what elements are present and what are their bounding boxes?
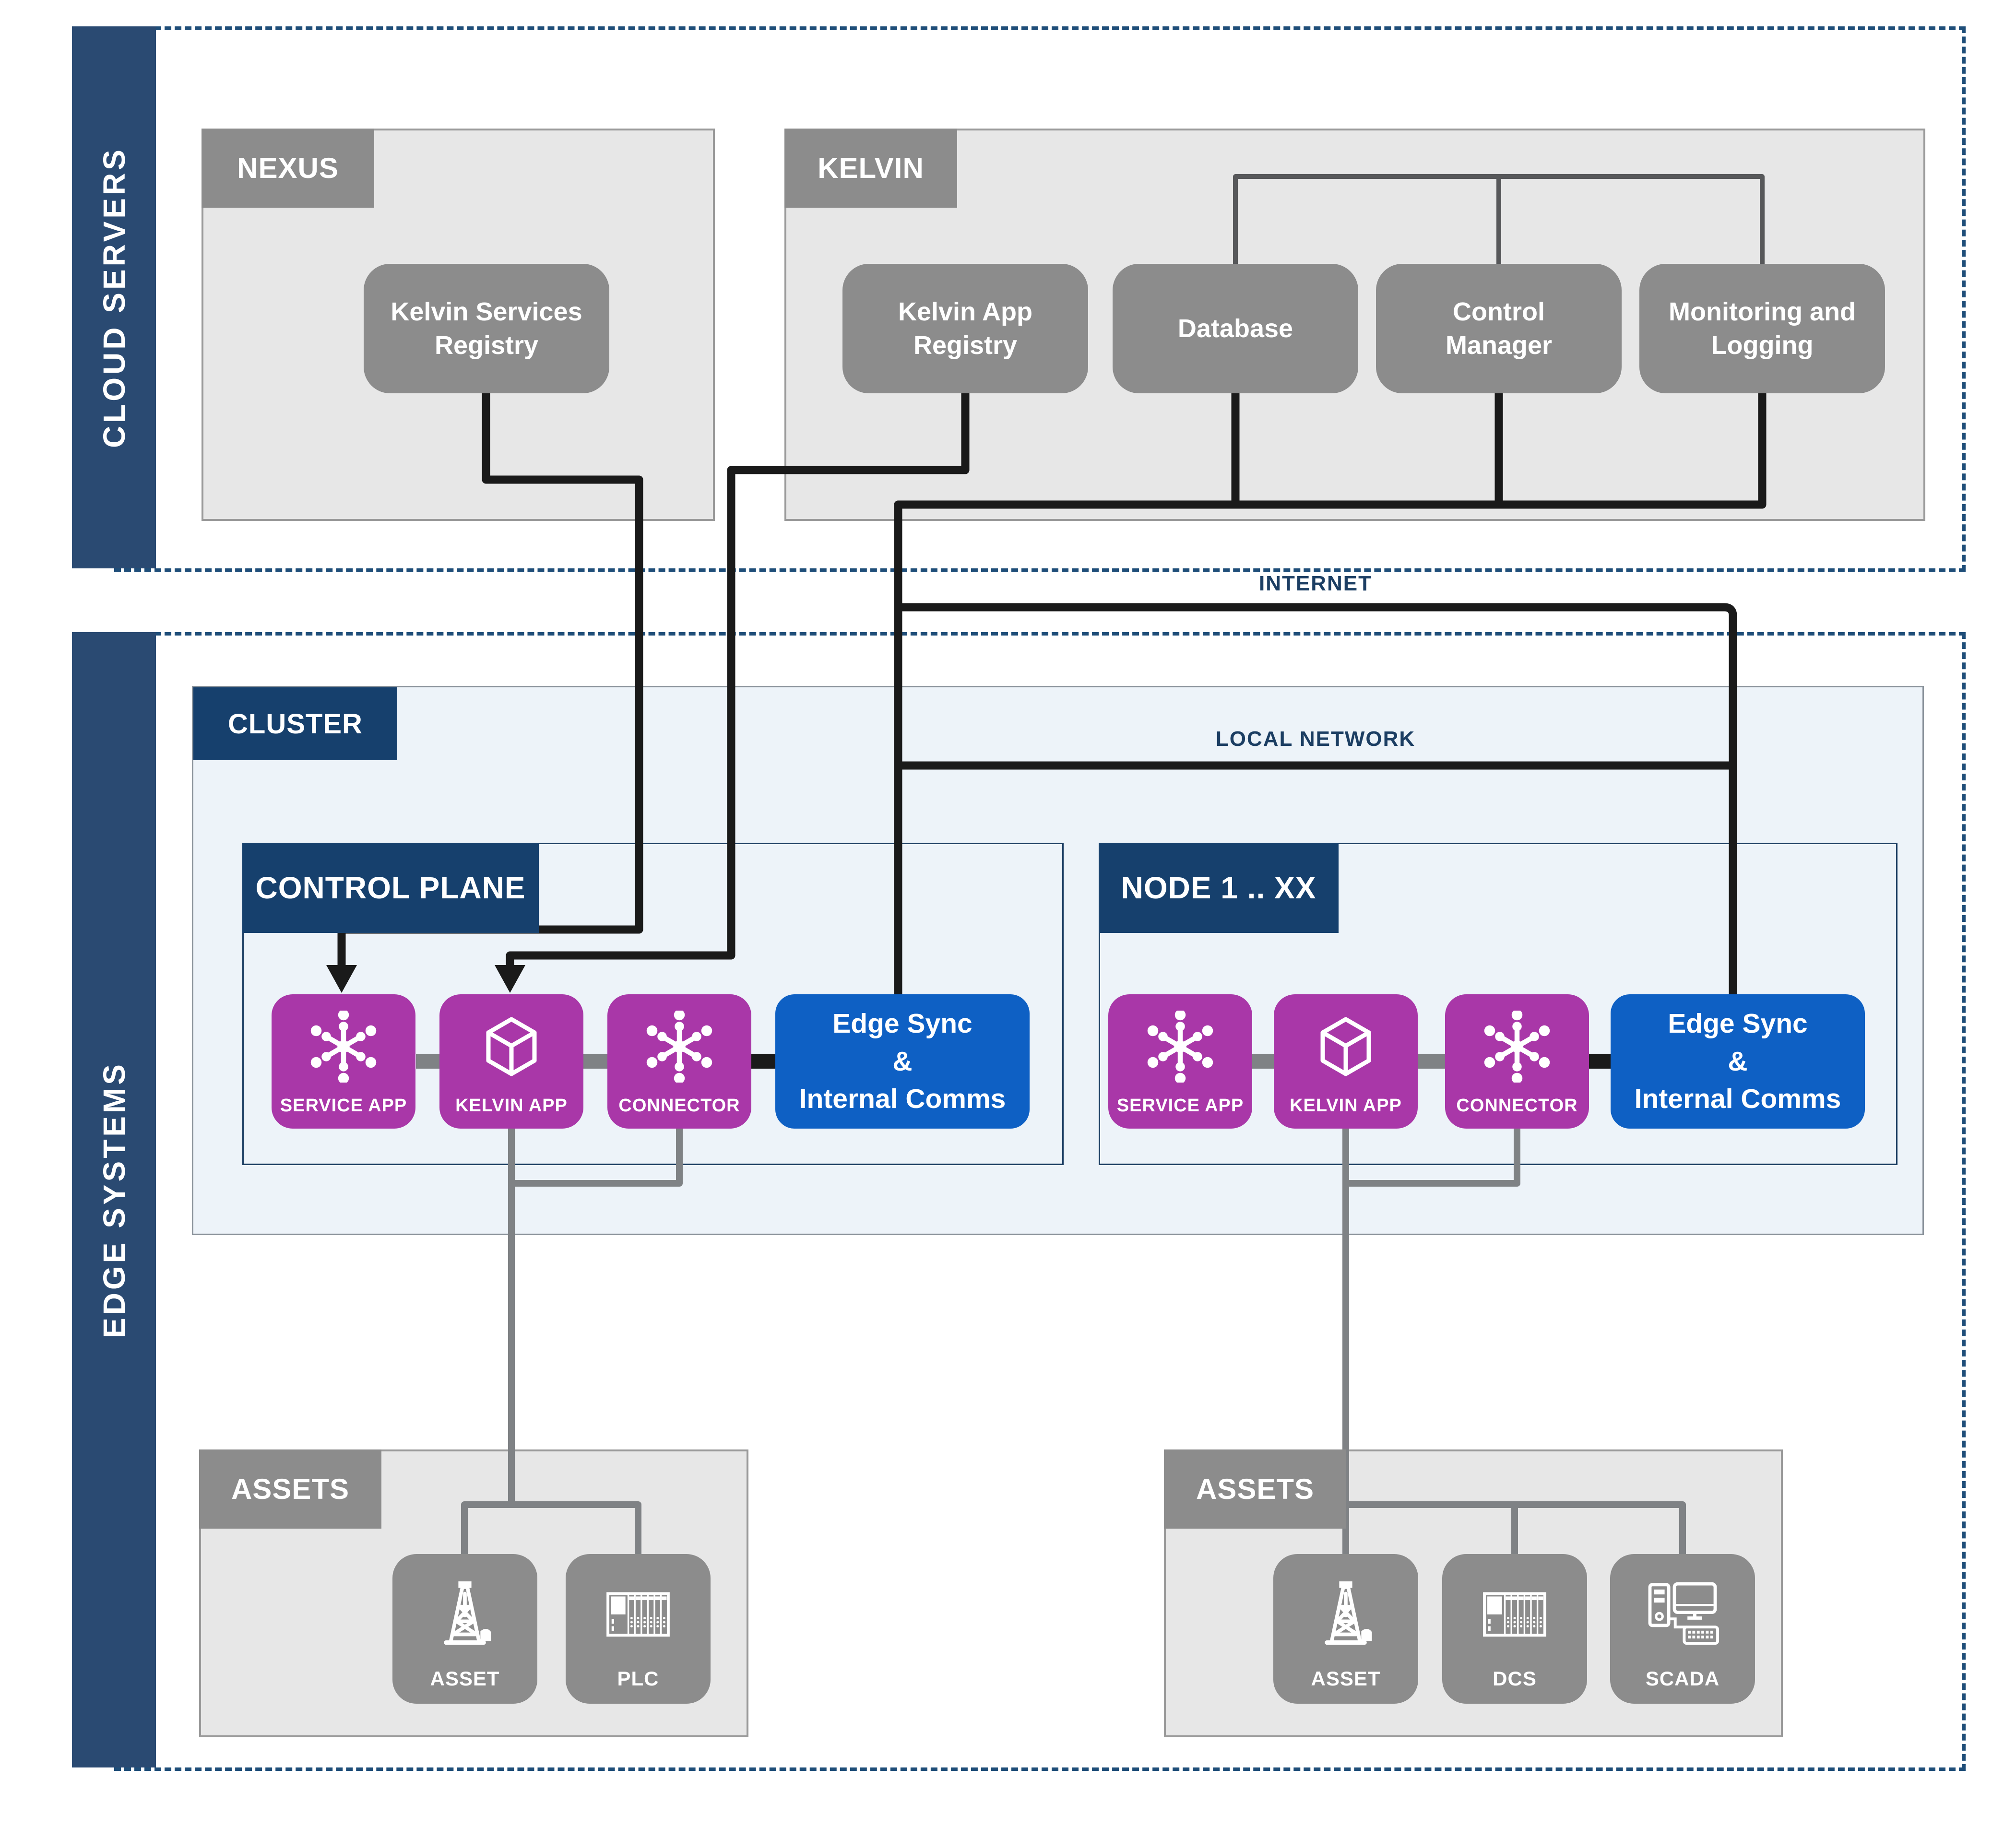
node-service-app-box: SERVICE APP	[1108, 994, 1252, 1129]
connector-icon	[1481, 1011, 1553, 1083]
cluster-tab-label: CLUSTER	[228, 708, 363, 740]
plc-rack-icon	[597, 1573, 679, 1655]
assets-left-tab-label: ASSETS	[231, 1473, 350, 1505]
scada-label: SCADA	[1645, 1667, 1720, 1690]
cp-kelvin-app-label: KELVIN APP	[455, 1096, 568, 1116]
nexus-tab-label: NEXUS	[237, 152, 339, 184]
database-label: Database	[1177, 314, 1293, 343]
assets-left-tab: ASSETS	[199, 1449, 381, 1529]
kelvin-app-registry-label: Kelvin App Registry	[898, 297, 1033, 360]
node-tab-label: NODE 1 .. XX	[1121, 871, 1316, 905]
cp-service-app-label: SERVICE APP	[280, 1096, 407, 1116]
kelvin-tab-label: KELVIN	[818, 152, 924, 184]
cp-connector-box: CONNECTOR	[607, 994, 751, 1129]
node-edge-sync-line1: Edge Sync	[1668, 1008, 1808, 1039]
assets-right-tab: ASSETS	[1164, 1449, 1346, 1529]
oil-derrick-icon	[424, 1573, 506, 1655]
kelvin-app-icon	[1310, 1011, 1382, 1083]
dcs-label: DCS	[1493, 1667, 1537, 1690]
node-tab: NODE 1 .. XX	[1099, 843, 1339, 933]
cp-edge-sync-box: Edge Sync & Internal Comms	[775, 994, 1030, 1129]
service-app-icon	[308, 1011, 379, 1083]
control-plane-tab-label: CONTROL PLANE	[255, 871, 526, 905]
connector-icon	[643, 1011, 715, 1083]
node-connector-box: CONNECTOR	[1445, 994, 1589, 1129]
kelvin-services-registry-label: Kelvin Services Registry	[391, 297, 582, 360]
control-manager-box: Control Manager	[1376, 264, 1622, 393]
node-service-app-label: SERVICE APP	[1116, 1096, 1244, 1116]
kelvin-app-icon	[475, 1011, 547, 1083]
cluster-tab: CLUSTER	[193, 687, 397, 760]
node-kelvin-app-label: KELVIN APP	[1290, 1096, 1402, 1116]
kelvin-services-registry-box: Kelvin Services Registry	[364, 264, 609, 393]
control-manager-label: Control Manager	[1445, 297, 1553, 360]
cloud-servers-label: CLOUD SERVERS	[96, 146, 131, 448]
scada-box: SCADA	[1610, 1554, 1755, 1704]
cp-edge-sync-line3: Internal Comms	[799, 1084, 1006, 1115]
edge-systems-label: EDGE SYSTEMS	[96, 1061, 131, 1338]
control-plane-tab: CONTROL PLANE	[242, 843, 539, 933]
oil-derrick-icon	[1305, 1573, 1387, 1655]
node-edge-sync-box: Edge Sync & Internal Comms	[1611, 994, 1865, 1129]
cp-kelvin-app-box: KELVIN APP	[439, 994, 583, 1129]
nexus-tab: NEXUS	[202, 129, 374, 208]
asset-left-label: ASSET	[430, 1667, 500, 1690]
cp-edge-sync-line1: Edge Sync	[832, 1008, 972, 1039]
cp-service-app-box: SERVICE APP	[272, 994, 415, 1129]
asset-right-box: ASSET	[1273, 1554, 1418, 1704]
kelvin-app-registry-box: Kelvin App Registry	[842, 264, 1088, 393]
dcs-rack-icon	[1474, 1573, 1555, 1655]
service-app-icon	[1144, 1011, 1216, 1083]
cloud-servers-sidebar: CLOUD SERVERS	[72, 26, 156, 568]
node-edge-sync-line3: Internal Comms	[1634, 1084, 1841, 1115]
local-network-label: LOCAL NETWORK	[1215, 727, 1416, 751]
internet-label: INTERNET	[1259, 572, 1372, 595]
monitoring-logging-label: Monitoring and Logging	[1669, 297, 1856, 360]
node-edge-sync-line2: &	[1728, 1046, 1748, 1077]
dcs-box: DCS	[1442, 1554, 1587, 1704]
cp-edge-sync-line2: &	[892, 1046, 913, 1077]
node-connector-label: CONNECTOR	[1456, 1096, 1578, 1116]
monitoring-logging-box: Monitoring and Logging	[1639, 264, 1885, 393]
node-kelvin-app-box: KELVIN APP	[1274, 994, 1418, 1129]
cp-connector-label: CONNECTOR	[618, 1096, 740, 1116]
edge-systems-sidebar: EDGE SYSTEMS	[72, 632, 156, 1767]
asset-right-label: ASSET	[1311, 1667, 1381, 1690]
scada-workstation-icon	[1642, 1573, 1723, 1655]
plc-label: PLC	[617, 1667, 659, 1690]
assets-right-tab-label: ASSETS	[1196, 1473, 1315, 1505]
database-box: Database	[1113, 264, 1358, 393]
plc-box: PLC	[566, 1554, 711, 1704]
kelvin-tab: KELVIN	[784, 129, 957, 208]
asset-left-box: ASSET	[392, 1554, 537, 1704]
